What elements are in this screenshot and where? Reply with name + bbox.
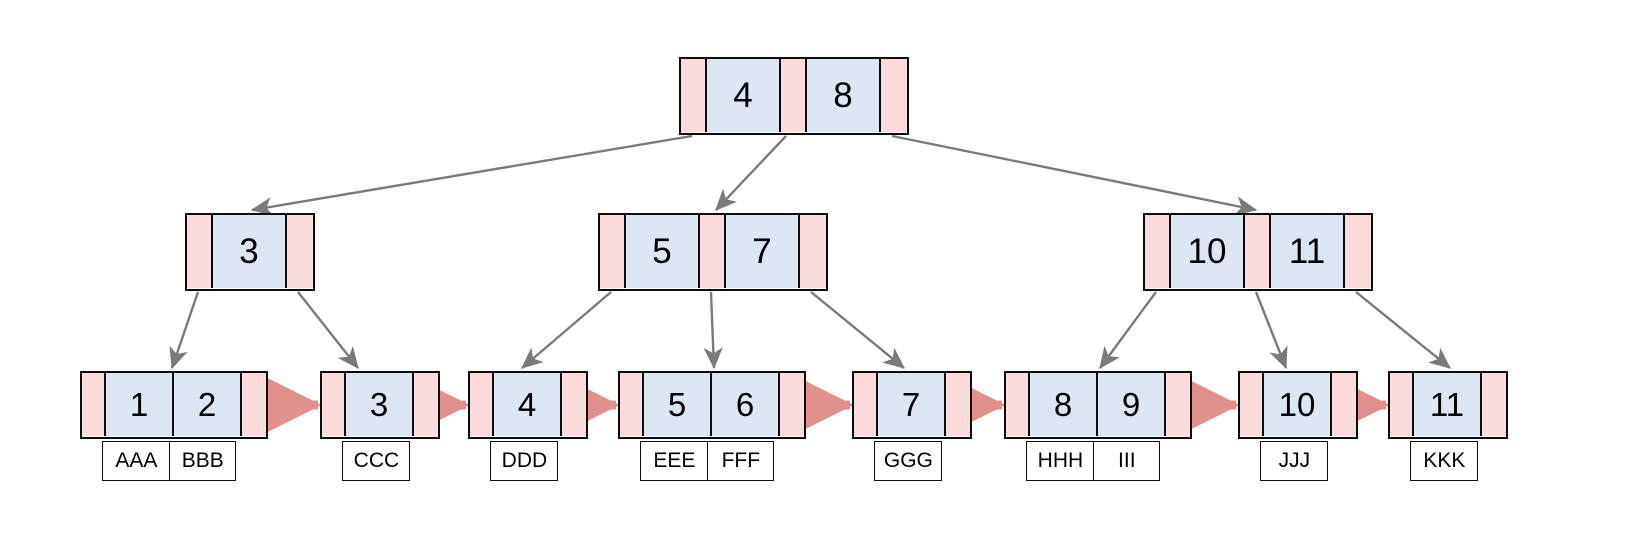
node-leaf-8[interactable]: 11 — [1388, 371, 1508, 439]
data-row-leaf-7: JJJ — [1238, 441, 1351, 481]
key-cell-leaf-8-11[interactable]: 11 — [1414, 373, 1482, 436]
data-box-leaf-5-GGG[interactable]: GGG — [874, 441, 943, 481]
node-internal-left[interactable]: 3 — [185, 213, 315, 291]
data-box-pad-left-leaf-7 — [1238, 441, 1262, 481]
data-box-leaf-6-III[interactable]: III — [1092, 441, 1161, 481]
key-cell-leaf-7-10[interactable]: 10 — [1264, 373, 1332, 436]
data-row-leaf-8: KKK — [1388, 441, 1501, 481]
data-box-leaf-6-HHH[interactable]: HHH — [1026, 441, 1095, 481]
pointer-cell-leaf-3-left[interactable] — [470, 373, 494, 436]
pointer-cell-root-2[interactable] — [881, 59, 907, 132]
pointer-cell-leaf-8-left[interactable] — [1390, 373, 1414, 436]
key-cell-leaf-5-7[interactable]: 7 — [878, 373, 946, 436]
data-box-pad-right-leaf-5 — [940, 441, 965, 481]
data-box-pad-left-leaf-4 — [618, 441, 642, 481]
data-box-pad-left-leaf-2 — [320, 441, 344, 481]
pointer-cell-internal-right-1[interactable] — [1245, 215, 1271, 288]
key-cell-leaf-6-9[interactable]: 9 — [1098, 373, 1166, 436]
pointer-cell-internal-middle-1[interactable] — [700, 215, 726, 288]
pointer-cell-leaf-5-next[interactable] — [946, 373, 970, 436]
pointer-cell-leaf-5-left[interactable] — [854, 373, 878, 436]
pointer-cell-leaf-2-next[interactable] — [414, 373, 438, 436]
data-row-leaf-2: CCC — [320, 441, 433, 481]
key-cell-root-4[interactable]: 4 — [707, 59, 781, 132]
pointer-cell-leaf-1-left[interactable] — [82, 373, 106, 436]
pointer-cell-leaf-7-next[interactable] — [1332, 373, 1356, 436]
node-leaf-5[interactable]: 7 — [852, 371, 972, 439]
node-leaf-3[interactable]: 4 — [468, 371, 588, 439]
pointer-cell-leaf-4-left[interactable] — [620, 373, 644, 436]
key-cell-internal-right-10[interactable]: 10 — [1171, 215, 1245, 288]
data-box-leaf-4-FFF[interactable]: FFF — [706, 441, 775, 481]
key-cell-leaf-6-8[interactable]: 8 — [1030, 373, 1098, 436]
pointer-cell-leaf-8-next[interactable] — [1482, 373, 1506, 436]
data-box-leaf-1-BBB[interactable]: BBB — [168, 441, 237, 481]
data-box-pad-right-leaf-8 — [1476, 441, 1501, 481]
key-cell-leaf-3-4[interactable]: 4 — [494, 373, 562, 436]
data-row-leaf-3: DDD — [468, 441, 581, 481]
data-box-pad-right-leaf-6 — [1159, 441, 1184, 481]
key-cell-leaf-2-3[interactable]: 3 — [346, 373, 414, 436]
pointer-cell-leaf-6-left[interactable] — [1006, 373, 1030, 436]
pointer-cell-root-0[interactable] — [681, 59, 707, 132]
key-cell-internal-right-11[interactable]: 11 — [1271, 215, 1345, 288]
pointer-cell-internal-middle-2[interactable] — [800, 215, 826, 288]
key-cell-root-8[interactable]: 8 — [807, 59, 881, 132]
data-row-leaf-5: GGG — [852, 441, 965, 481]
data-box-pad-right-leaf-3 — [556, 441, 581, 481]
data-box-leaf-1-AAA[interactable]: AAA — [102, 441, 171, 481]
pointer-cell-internal-left-1[interactable] — [287, 215, 313, 288]
pointer-cell-root-1[interactable] — [781, 59, 807, 132]
key-cell-leaf-4-5[interactable]: 5 — [644, 373, 712, 436]
node-leaf-2[interactable]: 3 — [320, 371, 440, 439]
pointer-cell-internal-right-2[interactable] — [1345, 215, 1371, 288]
data-box-leaf-3-DDD[interactable]: DDD — [490, 441, 559, 481]
data-box-pad-left-leaf-6 — [1004, 441, 1028, 481]
pointer-cell-leaf-2-left[interactable] — [322, 373, 346, 436]
key-cell-leaf-1-2[interactable]: 2 — [174, 373, 242, 436]
node-leaf-7[interactable]: 10 — [1238, 371, 1358, 439]
pointer-cell-internal-middle-0[interactable] — [600, 215, 626, 288]
data-box-leaf-8-KKK[interactable]: KKK — [1410, 441, 1479, 481]
pointer-cell-leaf-3-next[interactable] — [562, 373, 586, 436]
pointer-cell-internal-left-0[interactable] — [187, 215, 213, 288]
pointer-cell-leaf-6-next[interactable] — [1166, 373, 1190, 436]
key-cell-internal-middle-7[interactable]: 7 — [726, 215, 800, 288]
pointer-cell-leaf-4-next[interactable] — [780, 373, 804, 436]
key-cell-leaf-1-1[interactable]: 1 — [106, 373, 174, 436]
data-box-pad-left-leaf-3 — [468, 441, 492, 481]
pointer-cell-leaf-7-left[interactable] — [1240, 373, 1264, 436]
pointer-cell-internal-right-0[interactable] — [1145, 215, 1171, 288]
data-box-pad-right-leaf-4 — [773, 441, 798, 481]
key-cell-internal-left-3[interactable]: 3 — [213, 215, 287, 288]
data-box-pad-left-leaf-8 — [1388, 441, 1412, 481]
key-cell-leaf-4-6[interactable]: 6 — [712, 373, 780, 436]
data-box-pad-right-leaf-2 — [408, 441, 433, 481]
data-box-pad-left-leaf-5 — [852, 441, 876, 481]
data-box-pad-right-leaf-1 — [235, 441, 260, 481]
data-box-leaf-4-EEE[interactable]: EEE — [640, 441, 709, 481]
node-internal-right[interactable]: 10 11 — [1143, 213, 1373, 291]
key-cell-internal-middle-5[interactable]: 5 — [626, 215, 700, 288]
data-box-pad-left-leaf-1 — [80, 441, 104, 481]
data-box-leaf-7-JJJ[interactable]: JJJ — [1260, 441, 1329, 481]
data-box-leaf-2-CCC[interactable]: CCC — [342, 441, 411, 481]
data-box-pad-right-leaf-7 — [1326, 441, 1351, 481]
pointer-cell-leaf-1-next[interactable] — [242, 373, 266, 436]
